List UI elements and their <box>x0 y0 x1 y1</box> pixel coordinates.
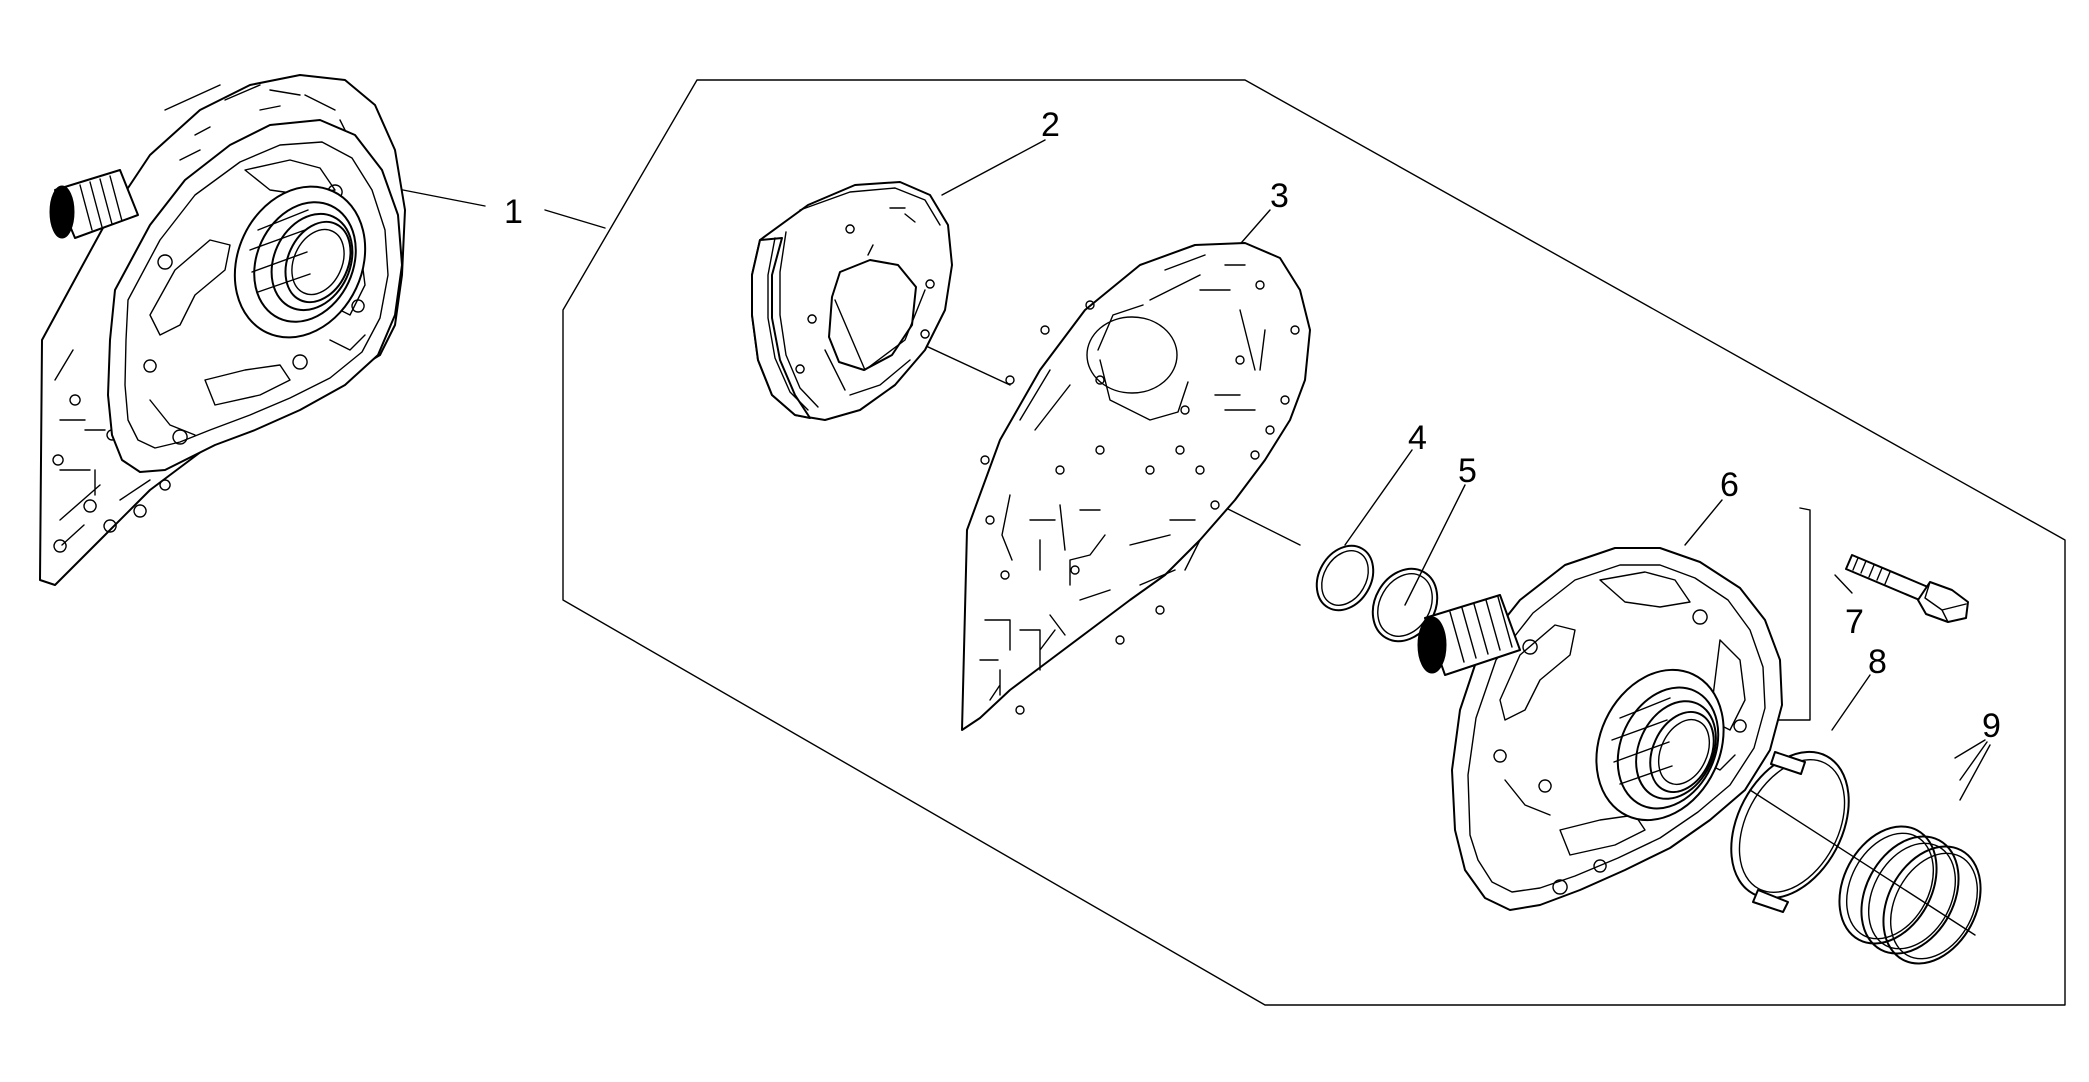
callout-4: 4 <box>1408 419 1427 457</box>
callout-labels: 1 2 3 4 5 6 7 8 9 <box>504 106 2001 745</box>
pump-cover-part-2 <box>751 181 953 421</box>
pump-6-input-shaft <box>1417 594 1521 676</box>
pump-1-input-shaft <box>49 169 139 239</box>
callout-8: 8 <box>1868 643 1887 681</box>
callout-7: 7 <box>1845 603 1864 641</box>
callout-6: 6 <box>1720 466 1739 504</box>
separator-plate-part-3 <box>961 242 1311 731</box>
pump-assembly-part-1 <box>39 74 406 586</box>
pump-body-part-6 <box>1417 547 1783 911</box>
bolt-part-7 <box>1845 554 1969 623</box>
pump-1-stator-hub <box>233 185 367 339</box>
o-ring-part-4 <box>1315 544 1375 612</box>
callout-1: 1 <box>504 193 523 231</box>
thrust-washer-part-8 <box>1730 750 1850 913</box>
callout-5: 5 <box>1458 452 1477 490</box>
callout-3: 3 <box>1270 177 1289 215</box>
leader-lines <box>402 139 1991 801</box>
callout-9: 9 <box>1982 707 2001 745</box>
pump-6-stator-hub <box>1595 668 1725 822</box>
kit-boundary-outline <box>562 79 2066 1006</box>
callout-2: 2 <box>1041 106 1060 144</box>
sealing-rings-part-9 <box>1838 825 1982 965</box>
